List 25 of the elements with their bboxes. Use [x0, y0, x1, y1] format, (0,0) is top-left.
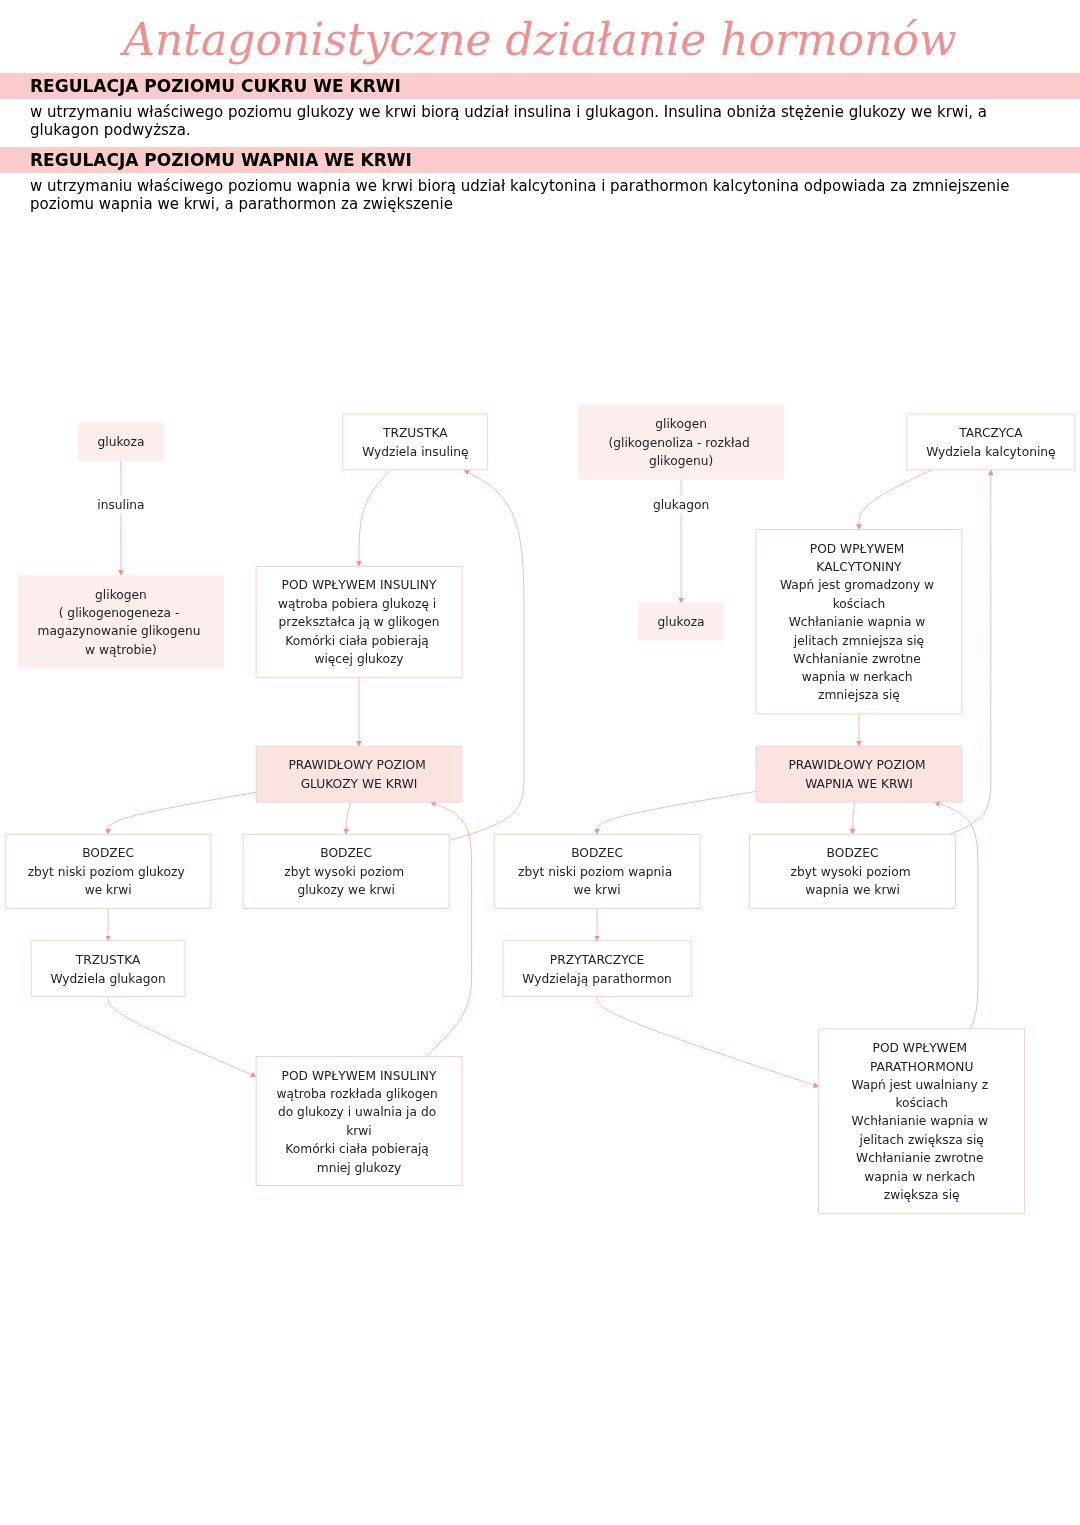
node-box: TRZUSTKA Wydziela glukagon	[30, 940, 186, 998]
paragraph: w utrzymaniu właściwego poziomu wapnia we krwi biorą udział kalcytonina i parathormon kalcytonina odpowiada za zmniejszenie poziomu wapnia we krwi, a parathormon za zwiększenie	[29, 176, 1011, 215]
node-box: PRAWIDŁOWY POZIOM WAPNIA WE KRWI	[755, 745, 963, 803]
node-box: BODZEC zbyt wysoki poziom glukozy we krwi	[242, 833, 450, 909]
node-box: BODZEC zbyt niski poziom wapnia we krwi	[493, 833, 701, 909]
node-box: POD WPŁYWEM INSULINY wątroba rozkłada glikogen do glukozy i uwalnia ja do krwi Komórki ciała pobierają mniej glukozy	[255, 1056, 463, 1187]
node-box: POD WPŁYWEM PARATHORMONU Wapń jest uwalniany z kościach Wchłanianie wapnia w jelitach zwiększa się Wchłanianie zwrotne wapnia w nerkach zwiększa się	[818, 1028, 1025, 1214]
section-heading: REGULACJA POZIOMU WAPNIA WE KRWI	[0, 147, 1080, 173]
node-box: TARCZYCA Wydziela kalcytoninę	[906, 413, 1076, 471]
node-box: POD WPŁYWEM INSULINY wątroba pobiera glukozę i przekształca ją w glikogen Komórki ciała pobierają więcej glukozy	[255, 565, 463, 678]
node-box: PRAWIDŁOWY POZIOM GLUKOZY WE KRWI	[255, 745, 463, 803]
page-title: Antagonistyczne działanie hormonów	[0, 14, 1080, 65]
node-box: glukoza	[77, 422, 165, 462]
node-box: TRZUSTKA Wydziela insulinę	[342, 413, 489, 471]
paragraph: w utrzymaniu właściwego poziomu glukozy we krwi biorą udział insulina i glukagon. Insulina obniża stężenie glukozy we krwi, a glukagon podwyższa.	[29, 102, 989, 141]
node-box: POD WPŁYWEM KALCYTONINY Wapń jest gromadzony w kościach Wchłanianie wapnia w jelitach zmniejsza się Wchłanianie zwrotne wapnia w nerkach zmniejsza się	[755, 529, 963, 715]
node-box: glikogen ( glikogenogeneza - magazynowanie glikogenu w wątrobie)	[17, 575, 225, 669]
node-box: BODZEC zbyt niski poziom glukozy we krwi	[4, 833, 212, 909]
edge-label: glukagon	[652, 497, 710, 512]
node-box: BODZEC zbyt wysoki poziom wapnia we krwi	[749, 833, 956, 909]
edge-label: insulina	[97, 497, 145, 512]
node-box: PRZYTARCZYCE Wydzielają parathormon	[502, 940, 692, 998]
node-box: glukoza	[638, 602, 725, 641]
section-heading: REGULACJA POZIOMU CUKRU WE KRWI	[0, 73, 1080, 99]
node-box: glikogen (glikogenoliza - rozkład glikogenu)	[577, 404, 785, 480]
